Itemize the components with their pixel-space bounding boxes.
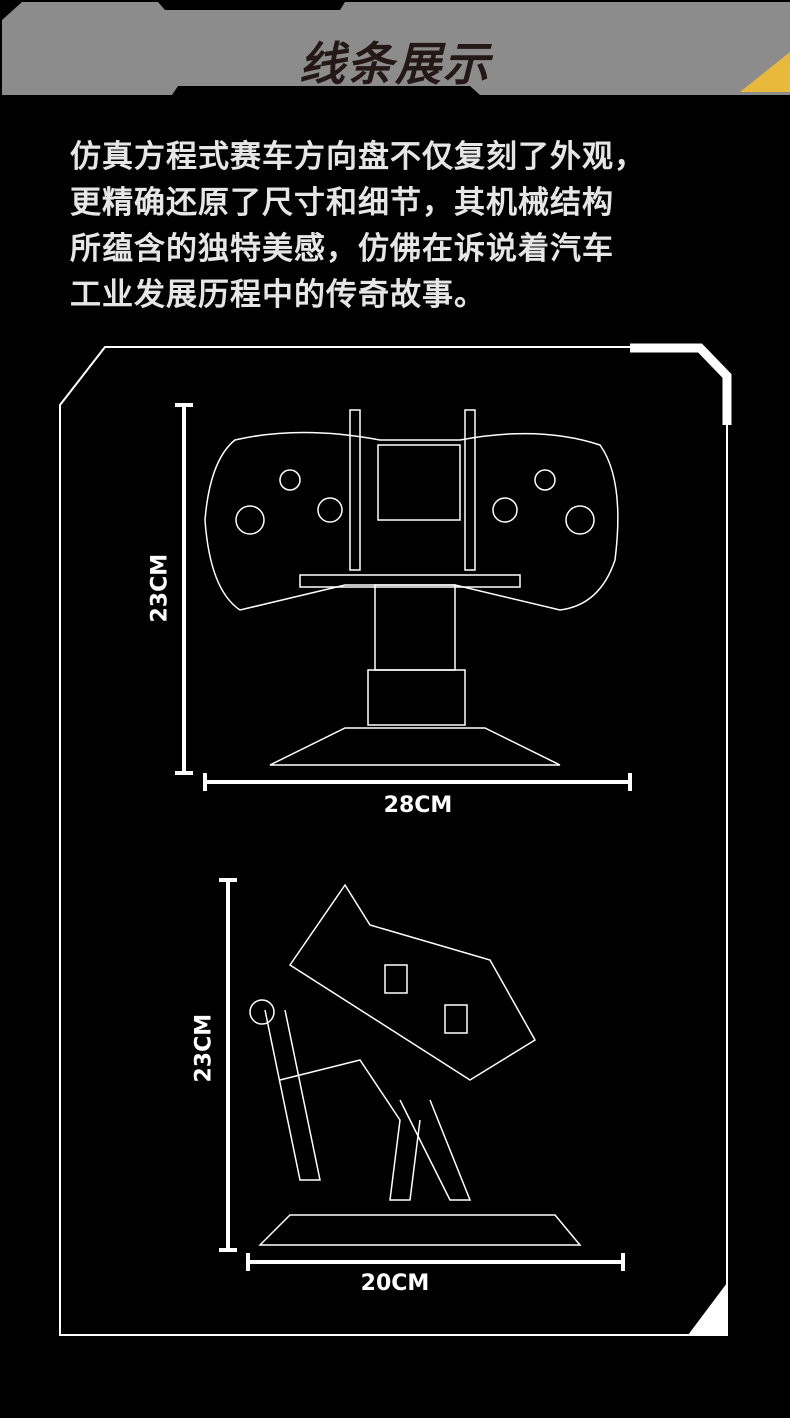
description: 仿真方程式赛车方向盘不仅复刻了外观， 更精确还原了尺寸和细节，其机械结构 所蕴含… — [70, 134, 750, 318]
description-line: 所蕴含的独特美感，仿佛在诉说着汽车 — [70, 231, 614, 267]
steering-wheel-front-drawing — [204, 409, 619, 766]
side-height-label: 23CM — [191, 1013, 217, 1083]
page-title: 线条展示 — [299, 37, 491, 91]
description-line: 仿真方程式赛车方向盘不仅复刻了外观， — [70, 139, 646, 175]
side-width-label: 20CM — [360, 1271, 430, 1296]
content-frame — [59, 343, 732, 1336]
title-banner — [2, 2, 790, 95]
steering-wheel-side-drawing — [249, 883, 582, 1246]
accent-triangle — [740, 52, 790, 92]
description-line: 更精确还原了尺寸和细节，其机械结构 — [70, 185, 614, 221]
front-height-label: 23CM — [147, 553, 173, 623]
description-line: 工业发展历程中的传奇故事。 — [70, 277, 486, 313]
dimension-lines — [175, 403, 632, 1271]
front-width-label: 28CM — [383, 793, 453, 818]
